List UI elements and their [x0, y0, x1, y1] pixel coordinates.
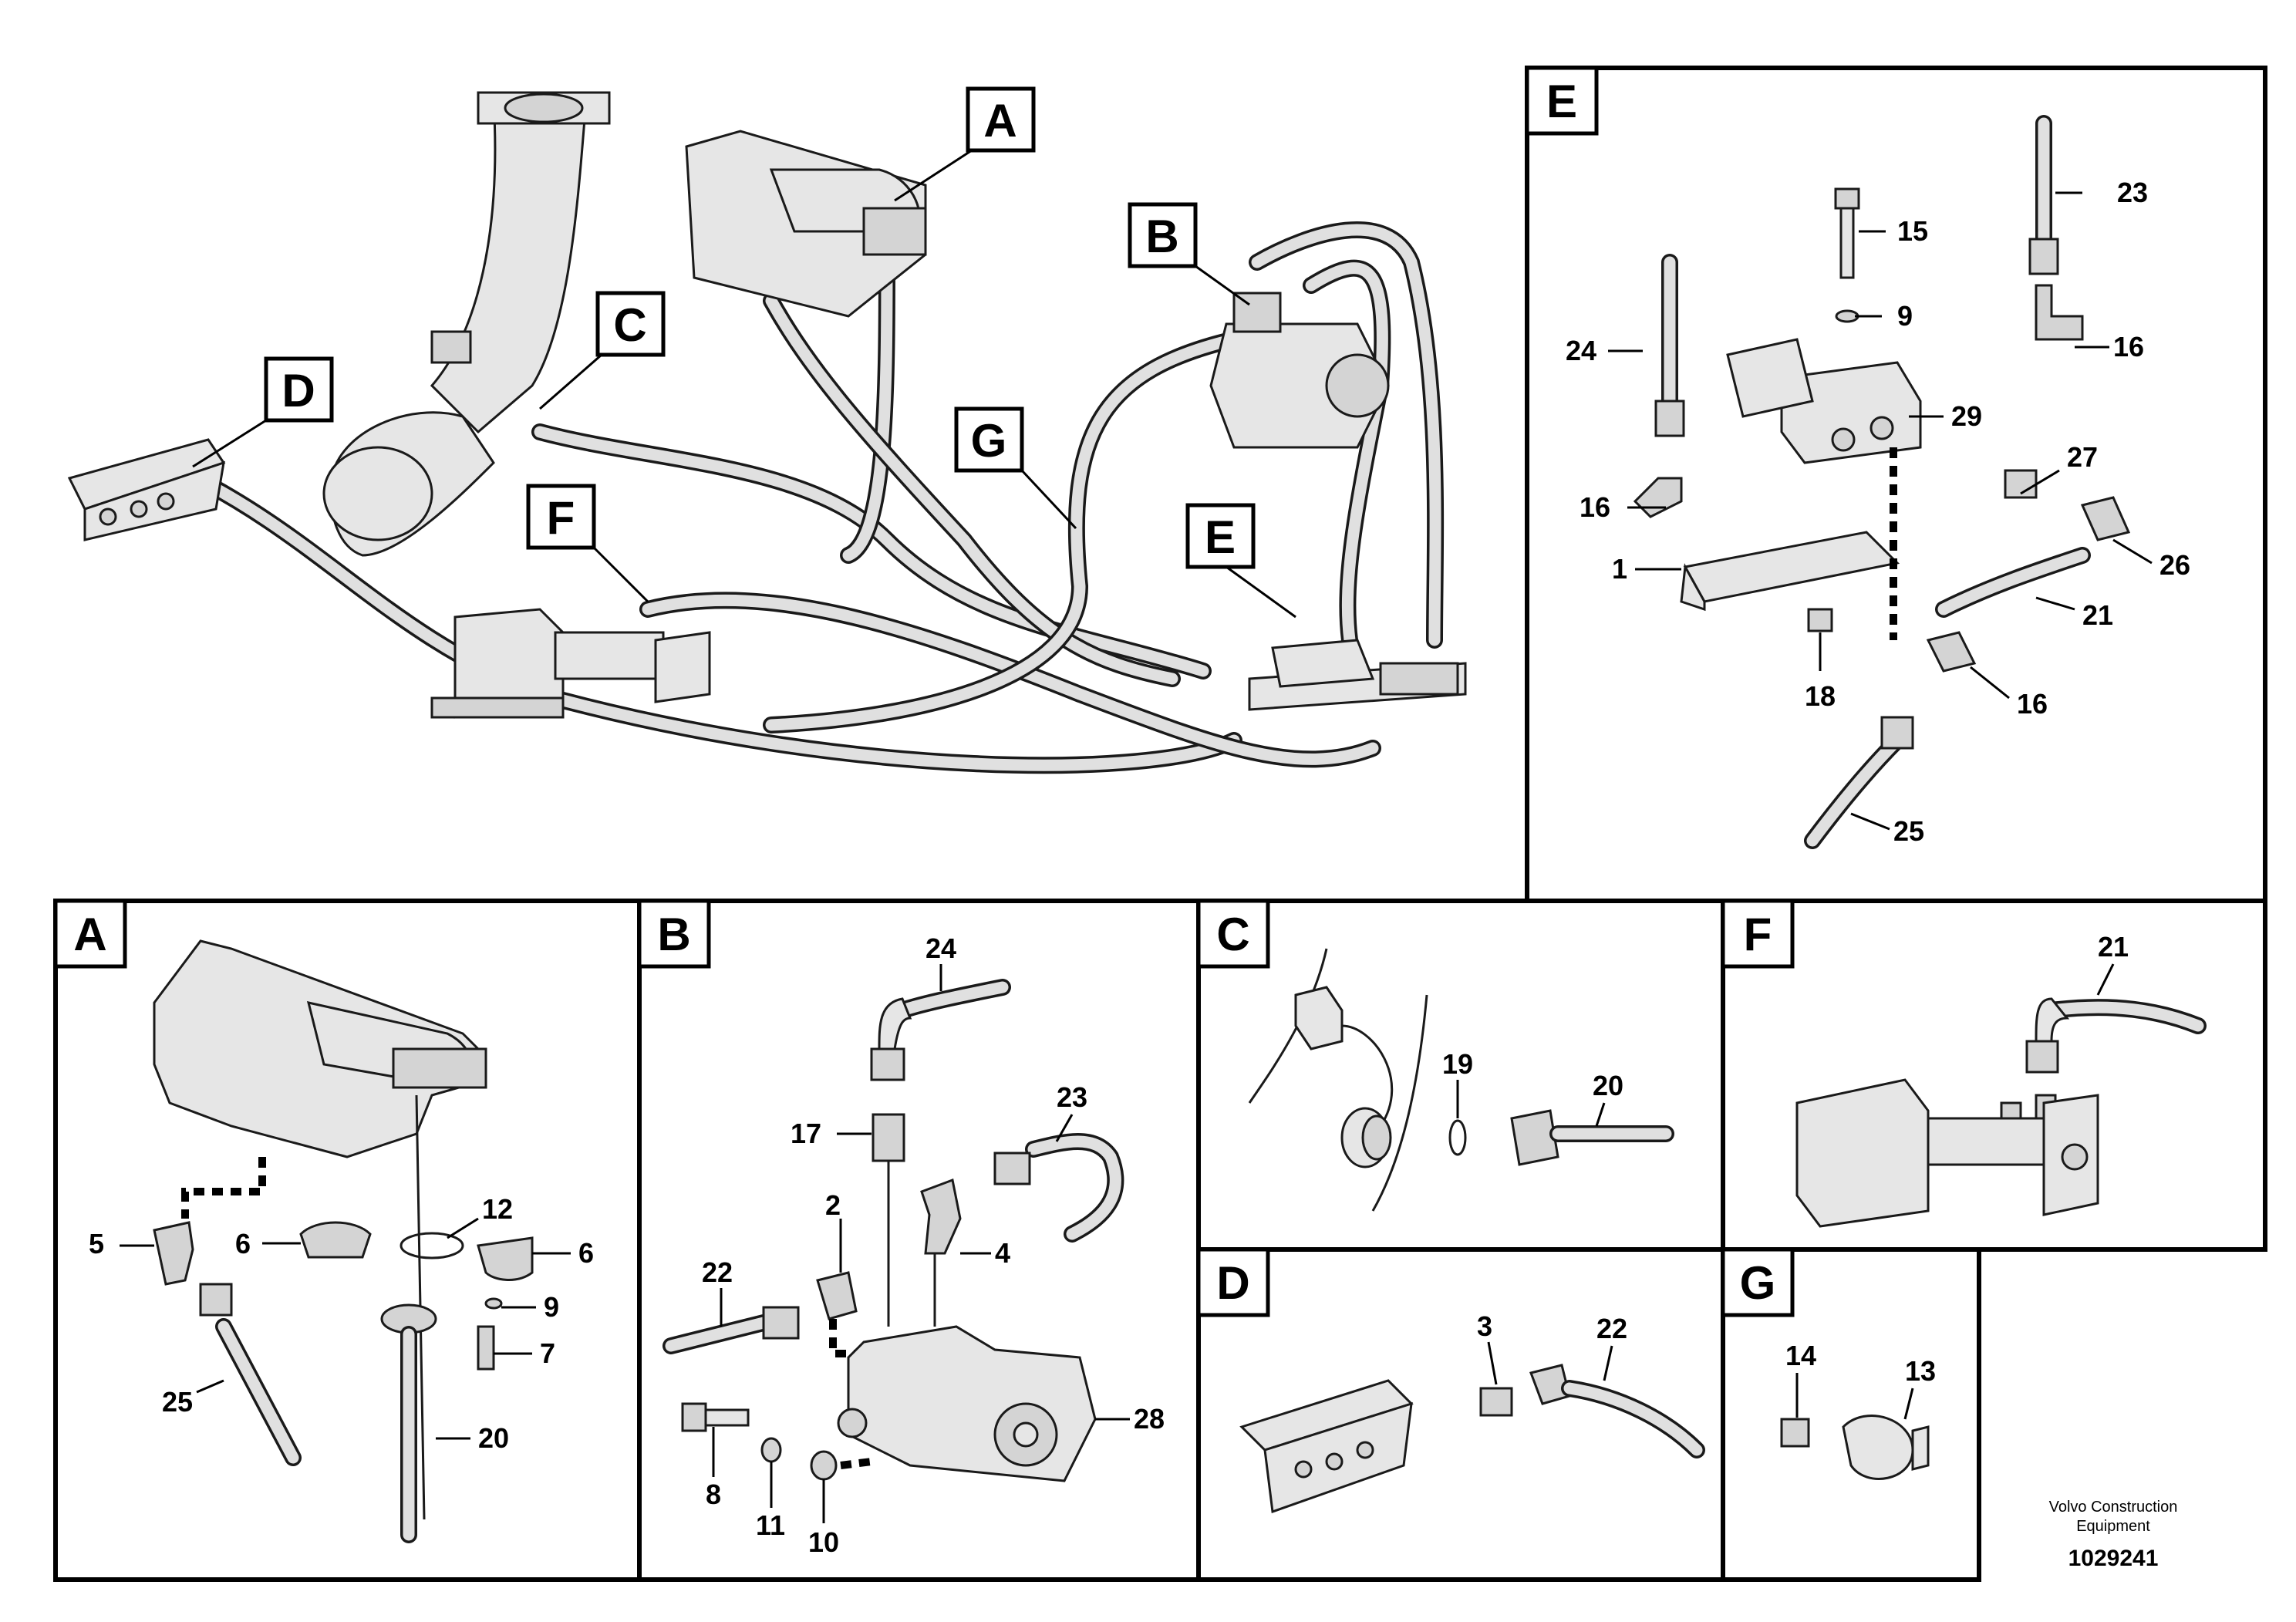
detail-panel-tag: F [1744, 909, 1772, 960]
part-number-label: 6 [578, 1237, 594, 1269]
brand-block: Volvo Construction Equipment 1029241 [2049, 1499, 2178, 1571]
callout-d[interactable]: D [264, 356, 334, 423]
detail-panel-g: G 14 13 [1721, 1247, 1981, 1582]
callout-letter: G [971, 415, 1007, 467]
part-number-label: 1 [1612, 553, 1627, 585]
part-number-label: 11 [756, 1509, 785, 1541]
part-number-label: 3 [1477, 1310, 1492, 1342]
part-number-label: 15 [1897, 215, 1928, 247]
callout-f[interactable]: F [526, 484, 596, 550]
part-number-label: 9 [1897, 300, 1913, 332]
detail-panel-f: F 21 [1721, 899, 2267, 1252]
part-number-label: 24 [1566, 335, 1596, 366]
part-number-label: 21 [2098, 931, 2129, 963]
callout-letter: C [613, 299, 646, 351]
part-number-label: 5 [89, 1228, 104, 1259]
part-number-label: 2 [825, 1189, 841, 1221]
part-number-label: 24 [925, 932, 956, 964]
callout-c[interactable]: C [595, 291, 666, 357]
callout-a[interactable]: A [966, 86, 1036, 153]
part-number-label: 14 [1785, 1340, 1816, 1371]
detail-panel-c: C 19 20 [1196, 899, 1725, 1252]
part-number-label: 25 [162, 1386, 193, 1418]
part-number-label: 20 [1593, 1070, 1623, 1101]
overview-drawing [67, 91, 1467, 774]
part-number-label: 6 [235, 1228, 251, 1259]
detail-panel-e: E [1525, 66, 2267, 903]
detail-panel-tag: E [1546, 76, 1577, 127]
part-number-label: 28 [1134, 1403, 1165, 1435]
part-number-label: 16 [2113, 331, 2144, 363]
callout-letter: B [1145, 211, 1178, 262]
detail-panel-tag: G [1740, 1257, 1776, 1309]
part-number-label: 8 [706, 1479, 721, 1510]
detail-panel-tag: D [1216, 1257, 1249, 1309]
part-number-label: 23 [1057, 1081, 1087, 1113]
brand-line-2: Equipment [2076, 1518, 2150, 1535]
part-number-label: 21 [2082, 599, 2113, 631]
part-number-label: 20 [478, 1422, 509, 1454]
part-number-label: 16 [1580, 491, 1610, 523]
part-number-label: 22 [702, 1256, 733, 1288]
detail-panel-tag: A [73, 909, 106, 960]
part-number-label: 22 [1596, 1313, 1627, 1344]
callout-letter: E [1205, 511, 1236, 563]
part-number-label: 23 [2117, 177, 2148, 208]
detail-panel-tag: C [1216, 909, 1249, 960]
part-number-label: 12 [482, 1193, 513, 1225]
callout-letter: F [547, 492, 575, 544]
callout-letter: A [983, 95, 1017, 147]
part-number-label: 26 [2159, 549, 2190, 581]
callout-b[interactable]: B [1128, 202, 1198, 268]
part-number-label: 4 [995, 1237, 1010, 1269]
part-number-label: 19 [1442, 1048, 1473, 1080]
brand-line-1: Volvo Construction [2049, 1499, 2178, 1516]
part-number-label: 27 [2067, 441, 2098, 473]
part-number-label: 17 [791, 1118, 821, 1149]
detail-panel-d: D 3 22 [1196, 1247, 1725, 1582]
part-number-label: 7 [540, 1337, 555, 1369]
callout-g[interactable]: G [954, 406, 1024, 473]
part-number-label: 10 [808, 1526, 839, 1558]
part-number-label: 16 [2017, 688, 2048, 720]
document-number: 1029241 [2068, 1546, 2159, 1571]
part-number-label: 29 [1951, 400, 1982, 432]
part-number-label: 13 [1905, 1355, 1936, 1387]
callout-e[interactable]: E [1185, 503, 1256, 569]
part-number-label: 18 [1805, 680, 1836, 712]
detail-panel-a: A 5 6 12 6 9 7 25 [53, 899, 642, 1582]
detail-panel-b: B [637, 899, 1201, 1582]
part-number-label: 25 [1893, 815, 1924, 847]
part-number-label: 9 [544, 1291, 559, 1323]
callout-letter: D [282, 365, 315, 416]
callout-leaders [192, 149, 1296, 619]
detail-panel-tag: B [657, 909, 690, 960]
